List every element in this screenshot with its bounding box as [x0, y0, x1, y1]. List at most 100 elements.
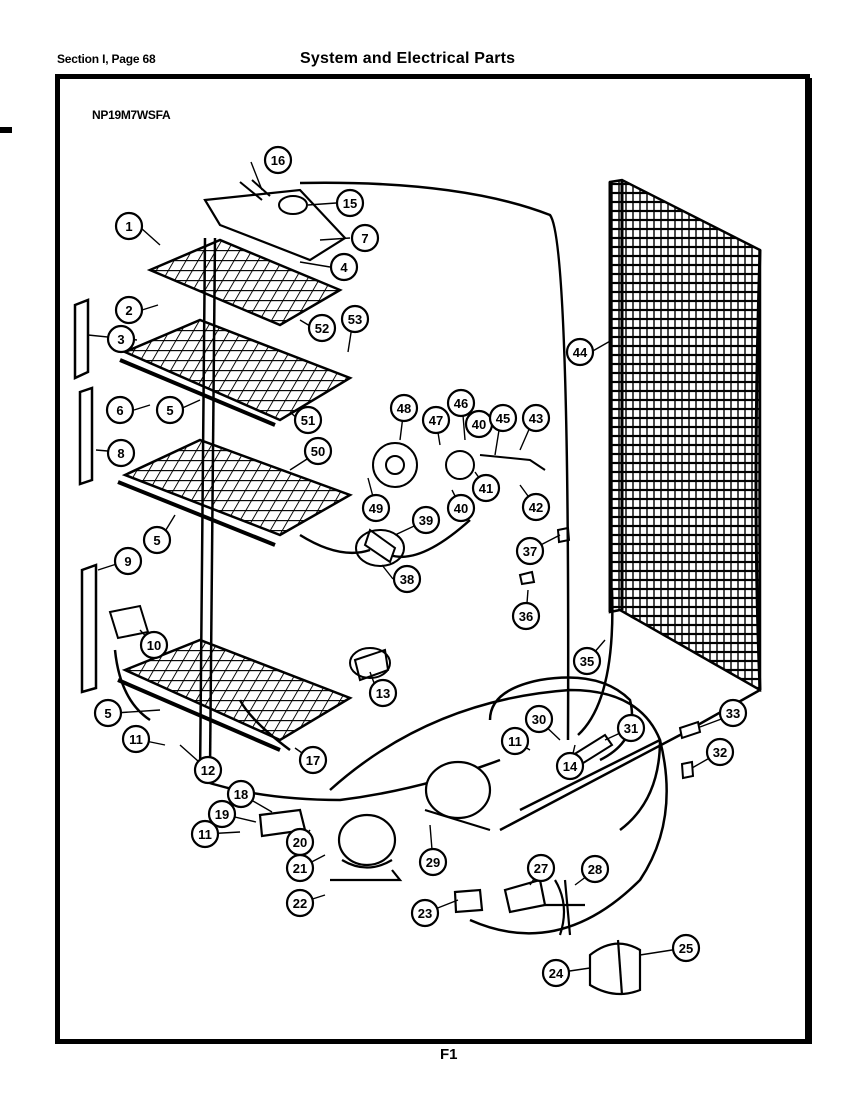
page-title: System and Electrical Parts: [300, 50, 516, 67]
callout-number: 9: [124, 554, 131, 569]
callout-number: 28: [588, 862, 602, 877]
callout-5b: 5: [142, 525, 172, 555]
callout-number: 42: [529, 500, 543, 515]
callout-17: 17: [298, 745, 328, 775]
callout-number: 5: [166, 403, 173, 418]
callout-40b: 40: [446, 493, 476, 523]
callout-5c: 5: [93, 698, 123, 728]
callout-number: 51: [301, 413, 315, 428]
callout-6: 6: [105, 395, 135, 425]
callout-number: 5: [104, 706, 111, 721]
callout-number: 43: [529, 411, 543, 426]
callout-number: 40: [454, 501, 468, 516]
callout-number: 53: [348, 312, 362, 327]
callout-9: 9: [113, 546, 143, 576]
callout-40a: 40: [464, 409, 494, 439]
callout-number: 20: [293, 835, 307, 850]
callout-11a: 11: [121, 724, 151, 754]
callout-number: 30: [532, 712, 546, 727]
callout-1: 1: [114, 211, 144, 241]
callout-number: 19: [215, 807, 229, 822]
callout-33: 33: [718, 698, 748, 728]
callout-11c: 11: [190, 819, 220, 849]
callout-11b: 11: [500, 726, 530, 756]
callout-number: 25: [679, 941, 693, 956]
callout-number: 11: [508, 734, 522, 749]
callout-number: 31: [624, 721, 638, 736]
callout-50: 50: [303, 436, 333, 466]
callout-number: 45: [496, 411, 510, 426]
callout-16: 16: [263, 145, 293, 175]
callout-29: 29: [418, 847, 448, 877]
shelf-3: [117, 438, 353, 547]
callout-number: 24: [549, 966, 564, 981]
callout-number: 37: [523, 544, 537, 559]
shelf-top: [146, 238, 343, 327]
callout-number: 50: [311, 444, 325, 459]
callout-number: 13: [376, 686, 390, 701]
callout-number: 4: [340, 260, 348, 275]
callout-38a: 38: [392, 564, 422, 594]
callout-number: 46: [454, 396, 468, 411]
callout-49: 49: [361, 493, 391, 523]
callout-39: 39: [411, 505, 441, 535]
callout-number: 33: [726, 706, 740, 721]
callout-number: 22: [293, 896, 307, 911]
section-page-label: Section I, Page 68: [57, 52, 156, 66]
callout-28: 28: [580, 854, 610, 884]
callout-36: 36: [511, 601, 541, 631]
shelf-bottom: [117, 638, 353, 752]
callout-23: 23: [410, 898, 440, 928]
callout-number: 21: [293, 861, 307, 876]
callout-number: 44: [573, 345, 588, 360]
diagram-frame: [55, 74, 810, 1044]
callout-number: 2: [125, 303, 132, 318]
callout-number: 7: [361, 231, 368, 246]
callout-42: 42: [521, 492, 551, 522]
callout-number: 23: [418, 906, 432, 921]
figure-label: F1: [440, 1046, 458, 1063]
callout-47: 47: [421, 405, 451, 435]
callout-7: 7: [350, 223, 380, 253]
callout-53: 53: [340, 304, 370, 334]
callout-10: 10: [139, 630, 169, 660]
callout-27: 27: [526, 853, 556, 883]
callout-4: 4: [329, 252, 359, 282]
callout-number: 14: [563, 759, 578, 774]
callout-number: 49: [369, 501, 383, 516]
callout-30: 30: [524, 704, 554, 734]
callout-number: 6: [116, 403, 123, 418]
callout-2: 2: [114, 295, 144, 325]
diagram-frame-edge: [808, 78, 812, 1044]
callout-12: 12: [193, 755, 223, 785]
callout-number: 11: [129, 732, 143, 747]
callout-51: 51: [293, 405, 323, 435]
callout-24: 24: [541, 958, 571, 988]
shelf-supports: [73, 298, 98, 694]
callout-18: 18: [226, 779, 256, 809]
callout-number: 5: [153, 533, 160, 548]
callout-number: 39: [419, 513, 433, 528]
callout-number: 47: [429, 413, 443, 428]
callout-44: 44: [565, 337, 595, 367]
callout-14: 14: [555, 751, 585, 781]
callout-32: 32: [705, 737, 735, 767]
callout-41: 41: [471, 473, 501, 503]
model-number: NP19M7WSFA: [92, 108, 171, 122]
callout-8: 8: [106, 438, 136, 468]
callout-13: 13: [368, 678, 398, 708]
callout-number: 1: [125, 219, 132, 234]
callout-31: 31: [616, 713, 646, 743]
callout-25: 25: [671, 933, 701, 963]
callout-5a: 5: [155, 395, 185, 425]
callout-46: 46: [446, 388, 476, 418]
shelf-2: [119, 318, 353, 427]
callout-number: 29: [426, 855, 440, 870]
callout-number: 16: [271, 153, 285, 168]
callout-22: 22: [285, 888, 315, 918]
callout-45: 45: [488, 403, 518, 433]
callout-number: 36: [519, 609, 533, 624]
compressor-assembly: [258, 760, 492, 914]
control-housing: [203, 179, 347, 262]
